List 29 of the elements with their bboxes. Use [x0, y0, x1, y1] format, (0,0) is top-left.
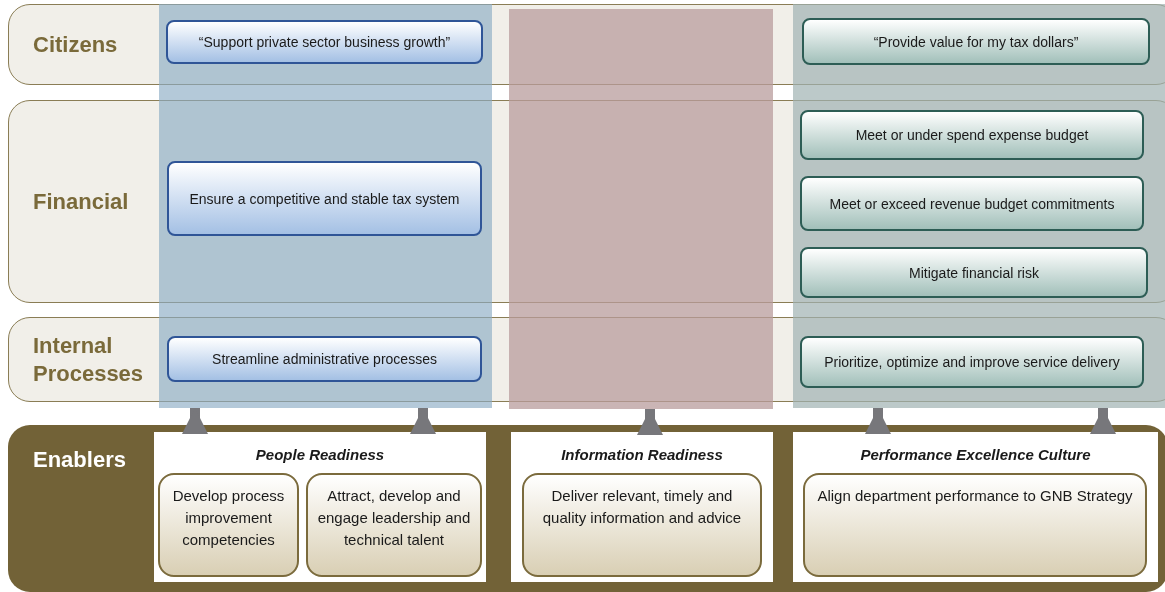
panel-heading: People Readiness [254, 445, 386, 465]
column-band [509, 9, 773, 409]
objective-box: Streamline administrative processes [167, 336, 482, 382]
enablers-band [8, 425, 1165, 592]
enabler-panel [154, 432, 486, 582]
objective-box: Prioritize, optimize and improve service delivery [800, 336, 1144, 388]
row-heading: Internal Processes [33, 331, 145, 388]
enabler-panel [793, 432, 1158, 582]
panel-heading: Information Readiness [560, 445, 724, 465]
objective-box: Ensure a competitive and stable tax system [167, 161, 482, 236]
arrow [637, 409, 663, 435]
enabler-box: Align department performance to GNB Strategy [803, 473, 1147, 577]
objective-box: Mitigate financial risk [800, 247, 1148, 298]
arrow [182, 408, 208, 434]
objective-box: “Support private sector business growth” [166, 20, 483, 64]
row-heading: Enablers [33, 446, 126, 474]
panel-heading: Performance Excellence Culture [859, 445, 1092, 465]
row-heading: Citizens [33, 30, 119, 59]
enabler-box: Deliver relevant, timely and quality information and advice [522, 473, 762, 577]
arrow [410, 408, 436, 434]
objective-box: Meet or under spend expense budget [800, 110, 1144, 160]
enabler-panel [511, 432, 773, 582]
enabler-box: Attract, develop and engage leadership and technical talent [306, 473, 482, 577]
arrow [1090, 408, 1116, 434]
enabler-box: Develop process improvement competencies [158, 473, 299, 577]
row-heading: Financial [33, 187, 130, 216]
objective-box: Meet or exceed revenue budget commitments [800, 176, 1144, 231]
objective-box: “Provide value for my tax dollars” [802, 18, 1150, 65]
arrow [865, 408, 891, 434]
